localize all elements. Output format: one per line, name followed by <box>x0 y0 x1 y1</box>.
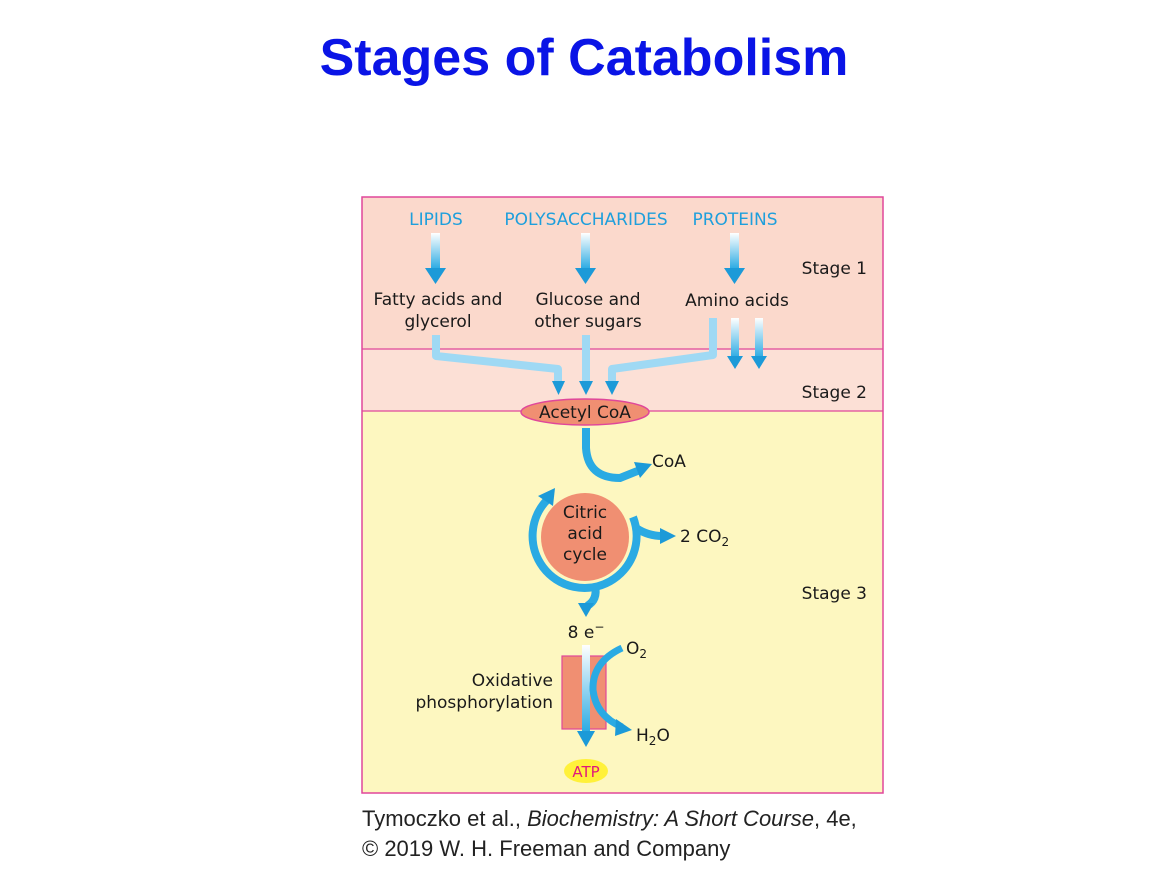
atp-badge <box>564 759 608 783</box>
cycle-label: cycle <box>563 545 607 565</box>
glucose-label: Glucose and <box>535 290 640 310</box>
co2-label: 2 CO2 <box>680 527 729 549</box>
stage1-region <box>362 197 883 349</box>
stage3-label: Stage 3 <box>802 584 867 604</box>
stage2-label: Stage 2 <box>802 383 867 403</box>
coa-label: CoA <box>652 452 686 472</box>
citation: Tymoczko et al., Biochemistry: A Short C… <box>362 804 857 864</box>
proteins-label: PROTEINS <box>692 210 777 230</box>
citation-line-1: Tymoczko et al., Biochemistry: A Short C… <box>362 806 857 831</box>
diagram-border <box>361 196 884 794</box>
electrons-label: 8 e− <box>568 620 605 643</box>
fatty-acids-label: Fatty acids and <box>374 290 503 310</box>
cycle-ring-icon <box>528 496 641 592</box>
atp-flow-pipe <box>582 645 590 733</box>
polysaccharides-label: POLYSACCHARIDES <box>504 210 667 230</box>
other-sugars-label: other sugars <box>534 312 642 332</box>
slide-title: Stages of Catabolism <box>319 29 849 87</box>
phosphorylation-label: phosphorylation <box>415 693 553 713</box>
amino-acids-label: Amino acids <box>685 291 789 311</box>
acid-label: acid <box>567 524 602 544</box>
oxidative-label: Oxidative <box>472 671 553 691</box>
citation-line-2: © 2019 W. H. Freeman and Company <box>362 836 731 861</box>
o2-to-h2o-arrow <box>589 644 624 731</box>
co2-arrow <box>633 524 663 540</box>
lipids-label: LIPIDS <box>409 210 463 230</box>
acetyl-coa-label: Acetyl CoA <box>539 403 631 423</box>
acetyl-coa-node <box>520 398 650 426</box>
h2o-label: H2O <box>636 726 670 748</box>
citric-label: Citric <box>563 503 607 523</box>
coa-arrow <box>582 428 642 483</box>
glycerol-label: glycerol <box>404 312 471 332</box>
stage1-arrows <box>425 233 745 284</box>
stage2-pipes <box>432 318 767 395</box>
atp-label: ATP <box>572 763 599 781</box>
o2-label: O2 <box>626 639 647 661</box>
stage1-label: Stage 1 <box>802 259 867 279</box>
citric-acid-cycle-node <box>541 493 629 581</box>
